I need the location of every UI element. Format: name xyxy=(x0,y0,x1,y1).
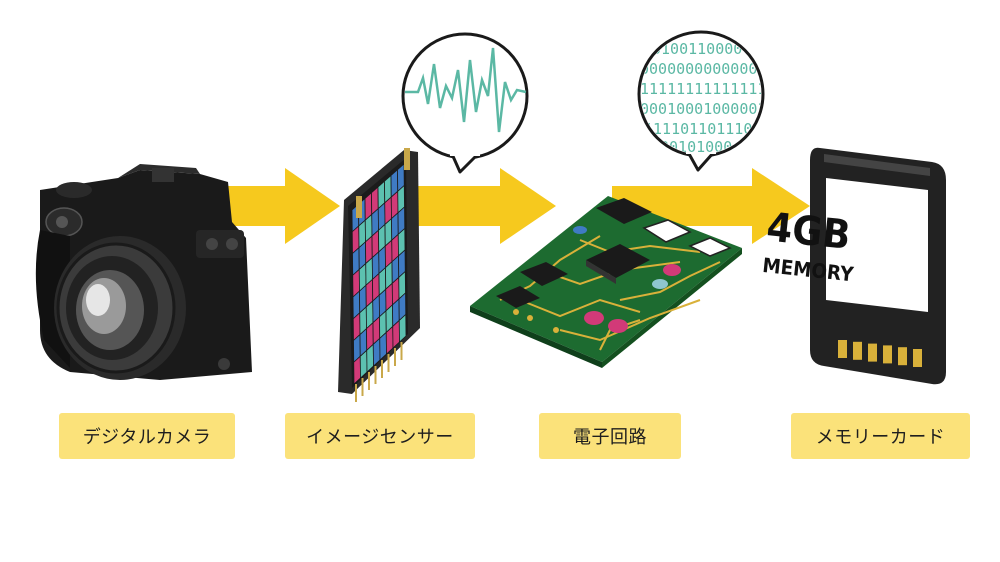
chip xyxy=(496,286,540,308)
chip xyxy=(688,237,732,257)
memory-contact xyxy=(868,343,877,362)
analog-signal-bubble xyxy=(401,32,529,174)
sensor-pixel xyxy=(398,313,407,343)
label-digital-camera: デジタルカメラ xyxy=(59,413,235,459)
memory-contact xyxy=(853,341,862,360)
camera-lens xyxy=(54,236,186,380)
binary-line: 1111011011101 xyxy=(644,120,761,138)
memory-contact xyxy=(838,340,847,358)
label-electronic-circuit: 電子回路 xyxy=(539,413,681,459)
binary-data-bubble: 0100110000 0000000000000 11111111111111 … xyxy=(637,30,766,172)
binary-line: 00010001000001 xyxy=(640,100,766,118)
waveform xyxy=(405,47,527,133)
memory-contact xyxy=(913,349,922,367)
camera-icon xyxy=(35,164,252,380)
memory-card-icon: 4GB MEMORY xyxy=(761,147,946,385)
memory-contact xyxy=(898,347,907,366)
chip xyxy=(586,244,650,284)
chip xyxy=(642,219,692,243)
label-image-sensor: イメージセンサー xyxy=(285,413,475,459)
chip xyxy=(596,198,652,224)
arrow-sensor-to-circuit xyxy=(414,168,556,244)
chip xyxy=(520,262,568,286)
binary-line: 0100110000 xyxy=(652,40,742,58)
memory-capacity: 4GB xyxy=(764,204,852,259)
sensor-pins xyxy=(355,342,403,402)
memory-contacts xyxy=(838,340,922,367)
sensor-pixel-grid xyxy=(351,163,407,385)
binary-line: 11111111111111 xyxy=(640,80,766,98)
memory-contact xyxy=(883,345,892,364)
binary-line: 0000000000000 xyxy=(640,60,757,78)
circuit-board-icon xyxy=(470,196,742,368)
image-sensor-icon xyxy=(338,148,420,402)
label-memory-card: メモリーカード xyxy=(791,413,970,459)
